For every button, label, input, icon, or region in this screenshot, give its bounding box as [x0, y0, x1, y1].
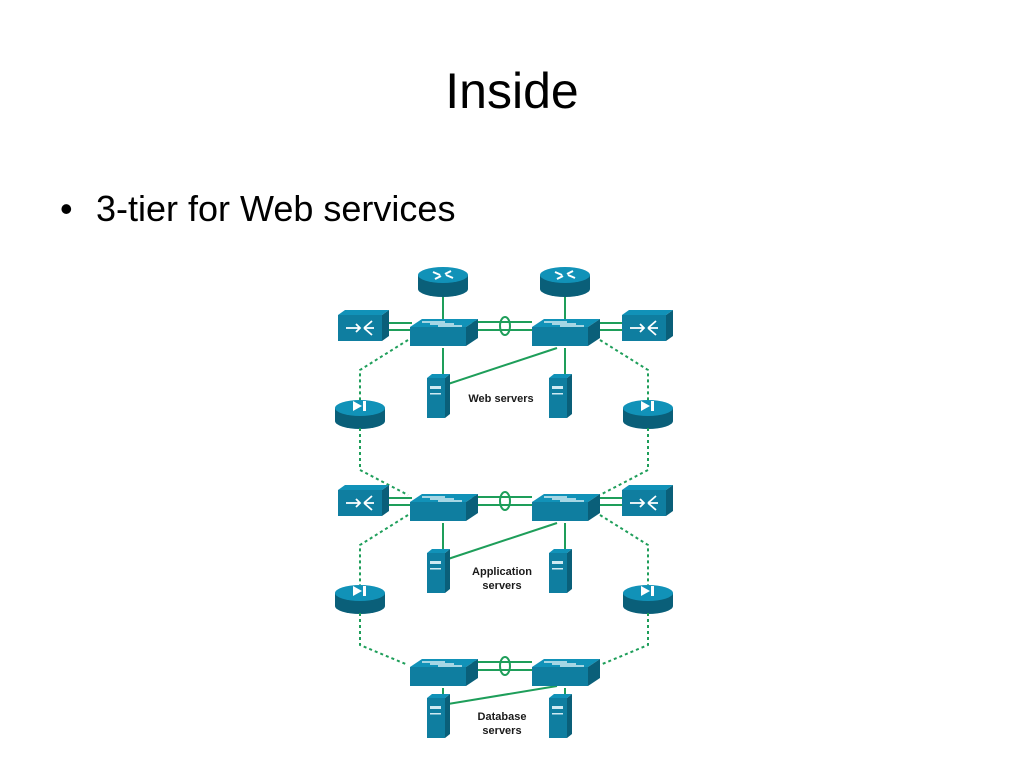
port-channel-icon	[499, 656, 511, 676]
server-icon	[427, 549, 450, 593]
router-icon	[417, 266, 469, 298]
slide-title: Inside	[445, 63, 579, 119]
firewall-icon	[335, 585, 385, 614]
switch-icon	[531, 318, 601, 347]
tier-application	[359, 496, 649, 585]
port-channel-icon	[499, 491, 511, 511]
tier-label-web: Web servers	[468, 393, 533, 405]
switch-icon	[531, 658, 601, 687]
tier-label-application-line1: Application	[472, 566, 532, 578]
load-balancer-icon	[337, 484, 390, 517]
server-icon	[549, 549, 572, 593]
server-icon	[427, 694, 450, 738]
tier-label-database-line2: servers	[482, 725, 521, 737]
switch-icon	[409, 658, 479, 687]
switch-icon	[409, 318, 479, 347]
load-balancer-icon	[337, 309, 390, 342]
server-icon	[549, 694, 572, 738]
firewall-icon	[623, 585, 673, 614]
bullet-dot: •	[60, 188, 73, 229]
firewall-links	[359, 613, 649, 666]
load-balancer-icon	[621, 309, 674, 342]
tier-web	[359, 292, 649, 400]
firewall-icon	[623, 400, 673, 429]
load-balancer-icon	[621, 484, 674, 517]
server-icon	[549, 374, 572, 418]
bullet-text: 3-tier for Web services	[96, 188, 456, 229]
port-channel-icon	[499, 316, 511, 336]
firewall-links	[359, 428, 649, 496]
switch-icon	[531, 493, 601, 522]
switch-icon	[409, 493, 479, 522]
router-icon	[539, 266, 591, 298]
bullet-item: • 3-tier for Web services	[60, 188, 455, 230]
tier-database	[442, 661, 566, 705]
server-icon	[427, 374, 450, 418]
firewall-icon	[335, 400, 385, 429]
tier-label-database-line1: Database	[478, 711, 527, 723]
tier-label-application-line2: servers	[482, 580, 521, 592]
